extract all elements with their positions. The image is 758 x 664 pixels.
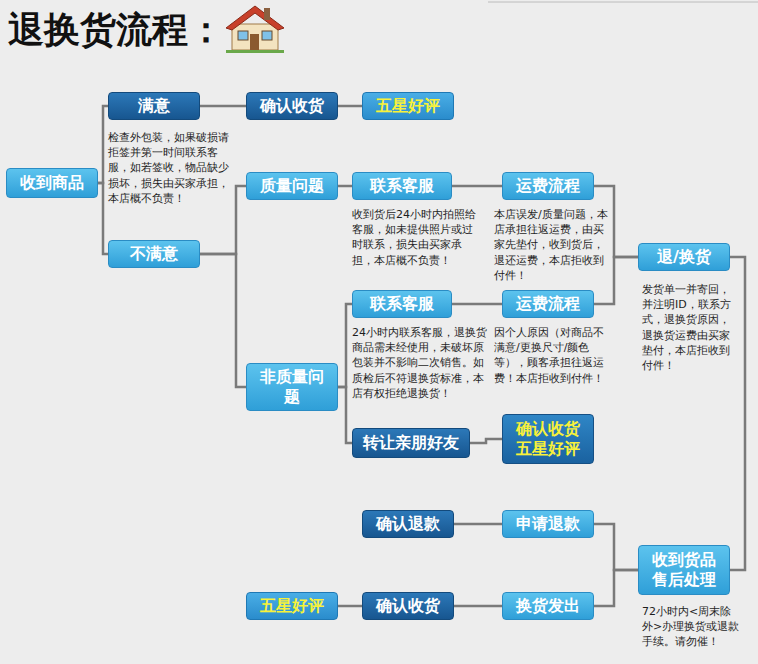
process-box: 联系客服 — [352, 290, 452, 318]
process-box: 收到商品 — [6, 168, 98, 198]
box-text: 收到商品 — [20, 173, 84, 193]
box-text: 联系客服 — [370, 176, 434, 196]
note-text: 本店误发/质量问题，本店承担往返运费，由买家先垫付，收到货后，退还运费，本店拒收… — [494, 207, 610, 283]
process-box: 确认收货 五星好评 — [502, 414, 594, 464]
process-box: 五星好评 — [246, 592, 338, 620]
box-text: 非质量问题 — [253, 367, 331, 407]
box-text: 确认收货 五星好评 — [509, 419, 587, 459]
process-box: 收到货品 售后处理 — [638, 545, 730, 595]
connector-line — [200, 254, 246, 387]
connector-line — [200, 106, 246, 107]
box-text: 确认收货 — [260, 96, 324, 116]
connector-line — [454, 524, 502, 525]
process-box: 质量问题 — [246, 172, 338, 200]
process-box: 不满意 — [108, 240, 200, 268]
box-text: 满意 — [138, 96, 170, 116]
process-box: 运费流程 — [502, 172, 594, 200]
note-text: 收到货后24小时内拍照给客服，如未提供照片或过时联系，损失由买家承担，本店概不负… — [352, 207, 482, 268]
box-text: 确认收货 — [376, 596, 440, 616]
box-text: 联系客服 — [370, 294, 434, 314]
box-text: 运费流程 — [516, 176, 580, 196]
note-text: 检查外包装，如果破损请拒签并第一时间联系客服，如若签收，物品缺少损坏，损失由买家… — [108, 130, 232, 206]
box-text: 退/换货 — [657, 247, 711, 267]
connector-line — [338, 186, 352, 187]
process-box: 换货发出 — [502, 592, 594, 620]
box-text: 申请退款 — [516, 514, 580, 534]
process-box: 运费流程 — [502, 290, 594, 318]
connector-line — [98, 106, 108, 183]
top-rule — [488, 2, 758, 3]
process-box: 确认退款 — [362, 510, 454, 538]
connector-line — [730, 257, 745, 570]
connector-line — [454, 606, 502, 607]
connector-line — [338, 304, 352, 387]
process-box: 满意 — [108, 92, 200, 120]
box-text: 不满意 — [130, 244, 178, 264]
note-text: 24小时内联系客服，退换货商品需未经使用，未破坏原包装并不影响二次销售。如质检后… — [352, 325, 490, 401]
note-text: 72小时内<周末除外>办理换货或退款手续。请勿催！ — [642, 604, 742, 650]
process-box: 确认收货 — [246, 92, 338, 120]
connector-line — [470, 439, 502, 443]
connector-line — [338, 606, 362, 607]
process-box: 非质量问题 — [246, 363, 338, 411]
connector-line — [594, 570, 638, 606]
box-text: 五星好评 — [376, 96, 440, 116]
process-box: 退/换货 — [638, 243, 730, 271]
box-text: 运费流程 — [516, 294, 580, 314]
box-text: 收到货品 售后处理 — [645, 550, 723, 590]
house-icon — [226, 6, 284, 53]
connector-line — [452, 304, 502, 305]
connector-line — [594, 524, 638, 570]
page-title: 退换货流程： — [8, 10, 224, 50]
box-text: 换货发出 — [516, 596, 580, 616]
connector-line — [98, 183, 108, 254]
process-box: 五星好评 — [362, 92, 454, 120]
connector-line — [200, 186, 246, 254]
note-text: 因个人原因（对商品不满意/更换尺寸/颜色等），顾客承担往返运费！本店拒收到付件！ — [494, 325, 610, 386]
connector-line — [338, 106, 362, 107]
connector-line — [452, 186, 502, 187]
box-text: 五星好评 — [260, 596, 324, 616]
box-text: 转让亲朋好友 — [363, 433, 459, 453]
note-text: 发货单一并寄回，并注明ID，联系方式，退换货原因，退换货运费由买家垫付，本店拒收… — [642, 282, 740, 373]
process-box: 确认收货 — [362, 592, 454, 620]
box-text: 确认退款 — [376, 514, 440, 534]
box-text: 质量问题 — [260, 176, 324, 196]
connector-line — [338, 387, 352, 443]
process-box: 联系客服 — [352, 172, 452, 200]
process-box: 申请退款 — [502, 510, 594, 538]
process-box: 转让亲朋好友 — [352, 428, 470, 458]
